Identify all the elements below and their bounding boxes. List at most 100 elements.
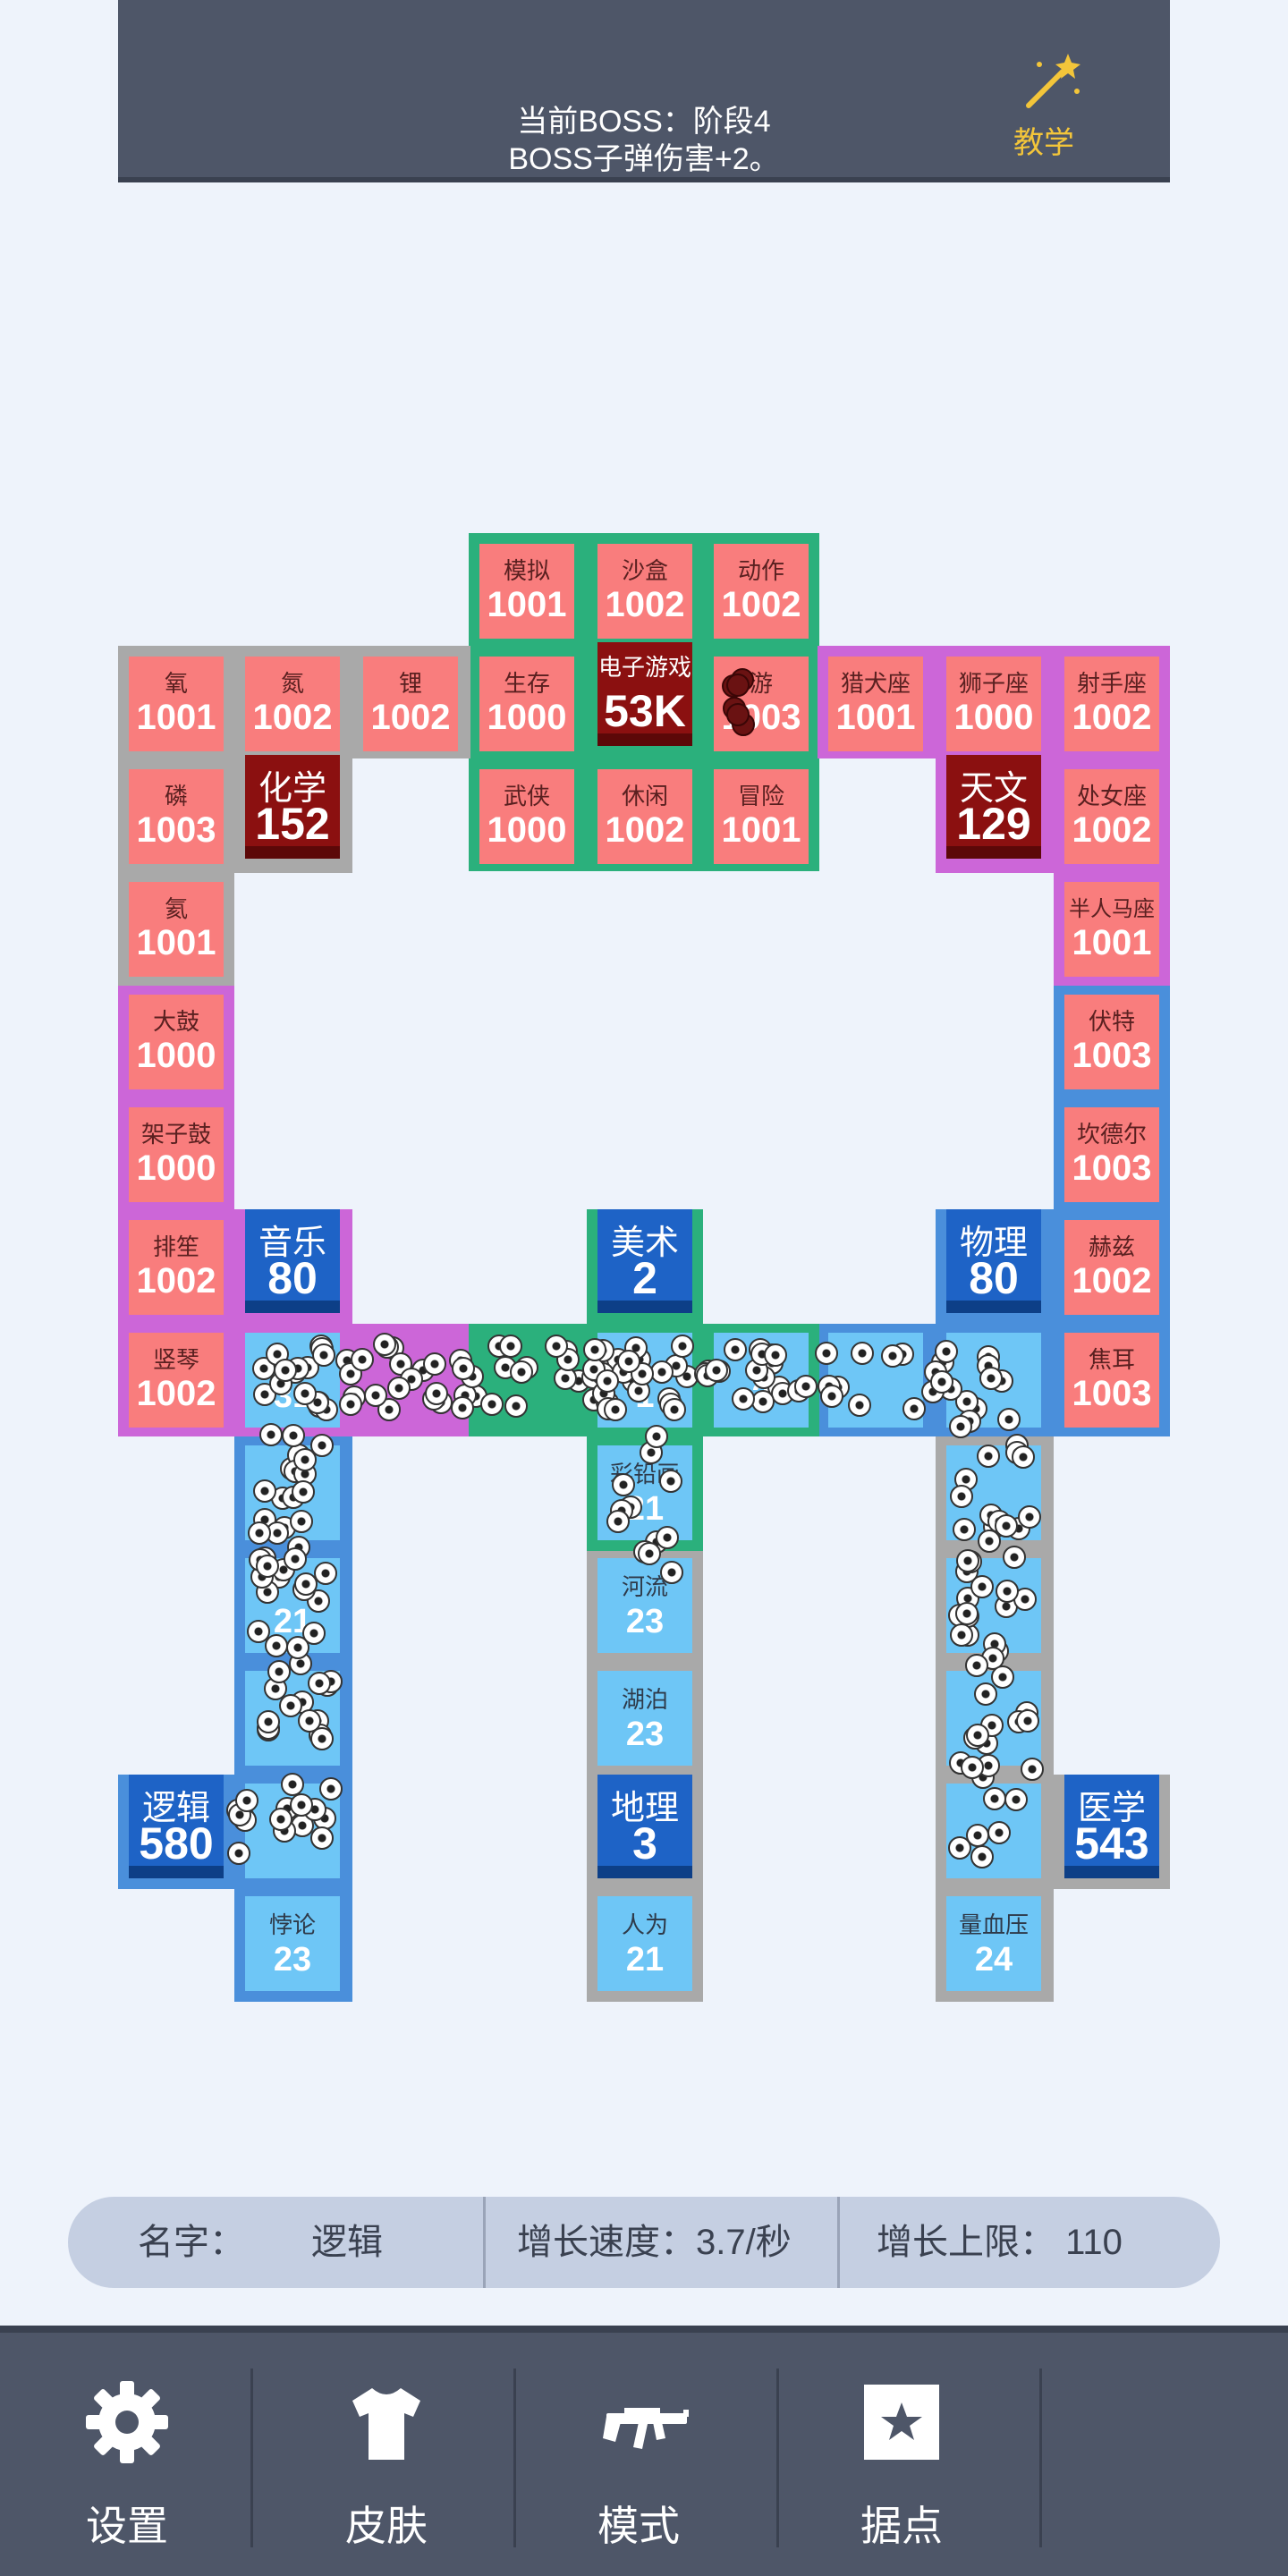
boss-effect-text: BOSS子弹伤害+2。 (508, 142, 780, 176)
ball-projectile (298, 1709, 322, 1733)
ball-projectile (1021, 1757, 1045, 1781)
tutorial-button[interactable]: 教学 (977, 50, 1111, 166)
boss-projectile (726, 703, 750, 727)
ball-projectile (292, 1480, 316, 1504)
ball-projectile (655, 1525, 679, 1549)
ball-projectile (949, 1414, 973, 1438)
ball-projectile (351, 1347, 375, 1371)
ball-projectile (704, 1359, 728, 1383)
ball-projectile (1011, 1445, 1035, 1470)
ball-projectile (308, 1671, 332, 1695)
ball-projectile (638, 1542, 662, 1566)
ball-projectile (617, 1349, 640, 1373)
ball-projectile (311, 1343, 335, 1368)
ball-projectile (280, 1773, 304, 1797)
ball-projectile (603, 1398, 627, 1422)
ball-projectile (279, 1694, 303, 1718)
ball-projectile (274, 1358, 298, 1382)
ball-projectile (966, 1723, 990, 1747)
tutorial-label: 教学 (1013, 126, 1074, 160)
nav-mode[interactable]: 模式 (513, 2333, 764, 2576)
gear-icon (86, 2381, 168, 2463)
ball-projectile (970, 1845, 994, 1869)
ball-projectile (289, 1509, 313, 1533)
star-flag-icon (864, 2385, 939, 2460)
ball-projectile (663, 1398, 687, 1422)
ball-projectile (995, 1513, 1019, 1538)
tshirt-icon (352, 2388, 420, 2460)
ball-projectile (650, 1360, 674, 1385)
ball-projectile (235, 1789, 259, 1813)
ball-projectile (956, 1549, 980, 1573)
ball-projectile (283, 1547, 307, 1572)
nav-mode-label: 模式 (597, 2503, 680, 2549)
ball-projectile (670, 1334, 694, 1358)
nav-settings[interactable]: 设置 (2, 2333, 252, 2576)
nav-stronghold[interactable]: 据点 (776, 2333, 1027, 2576)
boss-stage-text: 当前BOSS：阶段4 (517, 105, 771, 139)
ball-projectile (966, 1823, 990, 1847)
ball-projectile (612, 1472, 636, 1496)
ball-projectile (949, 1485, 973, 1509)
ball-projectile (267, 1659, 292, 1683)
ball-projectile (929, 1370, 953, 1394)
ball-projectile (991, 1665, 1015, 1689)
ball-projectile (954, 1602, 979, 1625)
ball-projectile (820, 1384, 844, 1408)
ball-projectile (934, 1339, 958, 1363)
ball-projectile (338, 1392, 362, 1416)
ball-projectile (253, 1479, 277, 1504)
ball-projectile (732, 1387, 756, 1411)
ball-projectile (659, 1561, 683, 1585)
ball-projectile (954, 1389, 979, 1413)
ball-projectile (259, 1423, 284, 1447)
boss-projectile (726, 673, 750, 697)
ball-projectile (318, 1776, 343, 1801)
ball-projectile (1016, 1709, 1040, 1733)
ball-projectile (313, 1562, 337, 1586)
ball-projectile (902, 1396, 927, 1420)
ball-projectile (965, 1654, 989, 1678)
nav-skin[interactable]: 皮肤 (261, 2333, 512, 2576)
ball-projectile (247, 1620, 270, 1644)
